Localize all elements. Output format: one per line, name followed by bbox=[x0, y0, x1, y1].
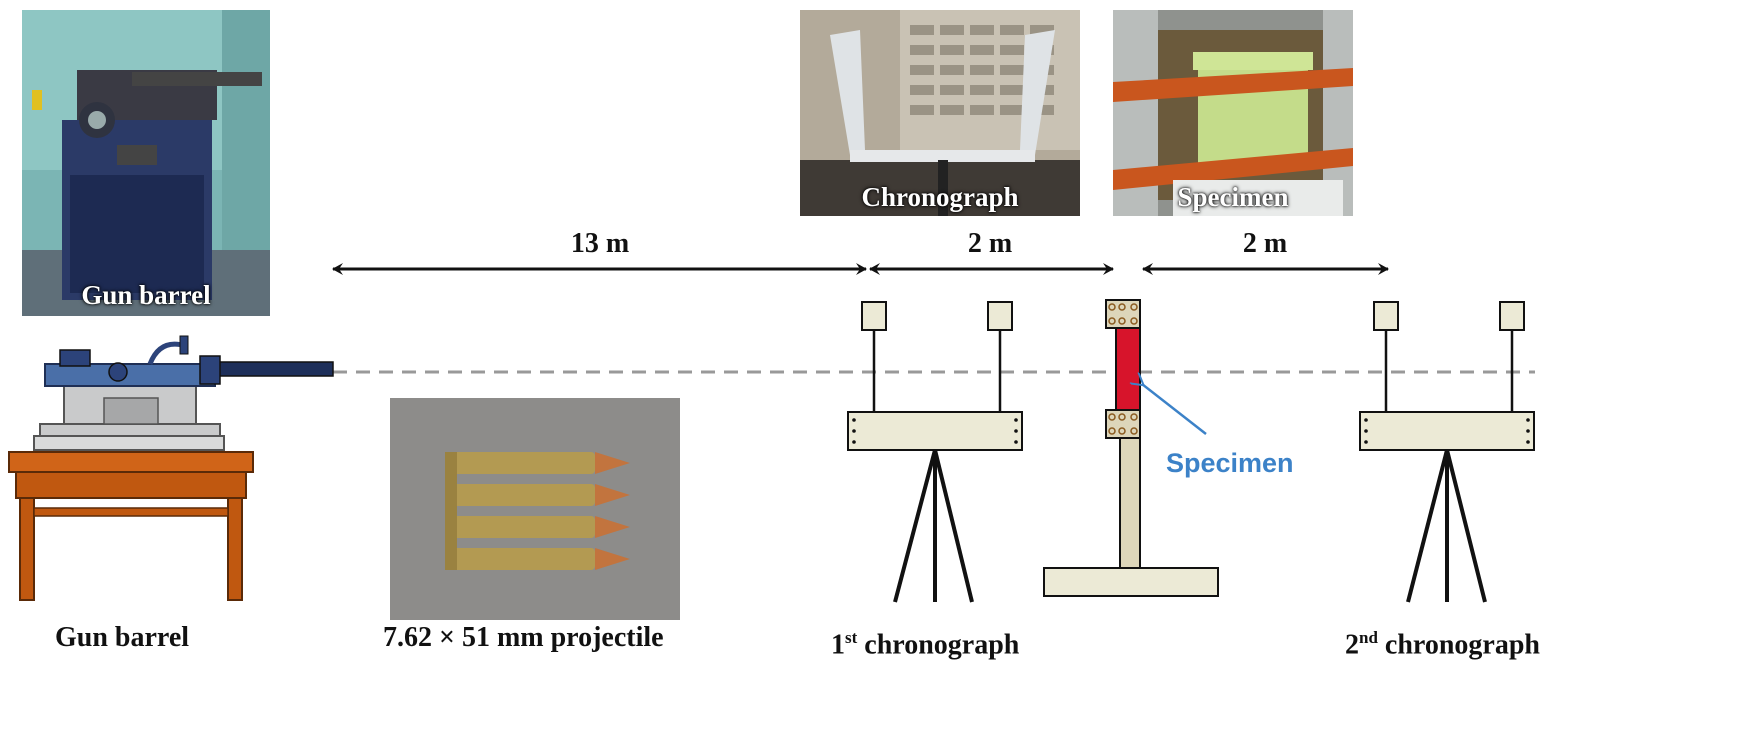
chronograph-photo: Chronograph bbox=[800, 10, 1080, 216]
first-chronograph-ordinal: st bbox=[845, 628, 858, 647]
second-chronograph-schematic bbox=[1359, 301, 1535, 603]
projectile-photo bbox=[390, 398, 680, 620]
first-chronograph-schematic bbox=[847, 301, 1023, 603]
first-chronograph-text: chronograph bbox=[857, 629, 1020, 661]
specimen-holder-schematic bbox=[1043, 299, 1219, 597]
distance-label-2m-first: 2 m bbox=[967, 228, 1013, 259]
specimen-photo-caption: Specimen bbox=[1177, 182, 1289, 212]
second-chronograph-ordinal: nd bbox=[1359, 628, 1378, 647]
second-chronograph-label: 2nd chronograph bbox=[1345, 628, 1540, 661]
second-chronograph-number: 2 bbox=[1345, 629, 1359, 661]
specimen-pointer-label: Specimen bbox=[1166, 448, 1294, 478]
distance-label-13m: 13 m bbox=[570, 228, 630, 259]
chronograph-photo-caption: Chronograph bbox=[861, 182, 1019, 212]
projectile-label: 7.62 × 51 mm projectile bbox=[383, 622, 664, 653]
gun-barrel-label: Gun barrel bbox=[55, 622, 190, 653]
gun-barrel-schematic bbox=[8, 335, 334, 601]
second-chronograph-text: chronograph bbox=[1377, 629, 1540, 661]
first-chronograph-number: 1 bbox=[831, 629, 845, 661]
gun-barrel-photo: Gun barrel bbox=[22, 10, 270, 316]
specimen-pointer-arrow bbox=[1142, 384, 1207, 435]
first-chronograph-label: 1st chronograph bbox=[831, 628, 1019, 661]
gun-barrel-photo-caption: Gun barrel bbox=[81, 280, 211, 310]
distance-label-2m-second: 2 m bbox=[1242, 228, 1288, 259]
specimen-photo: Specimen bbox=[1113, 10, 1353, 216]
